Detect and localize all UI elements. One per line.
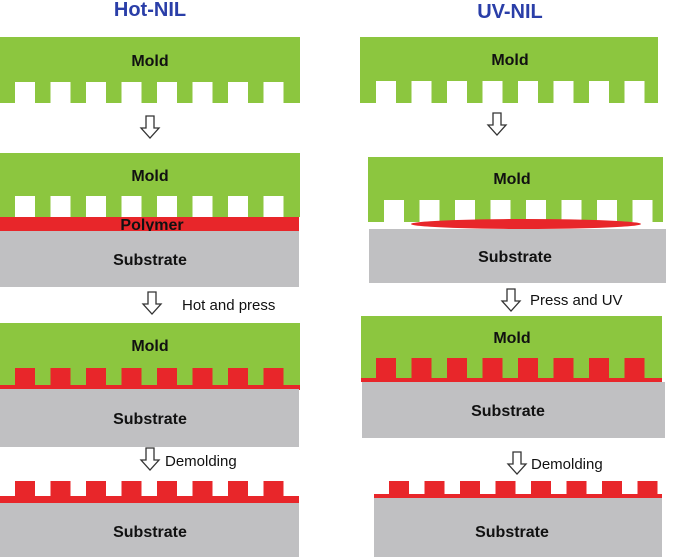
substrate-label: Substrate: [475, 524, 549, 541]
substrate-label: Substrate: [471, 403, 545, 420]
mold-label: Mold: [493, 171, 530, 188]
step-press-and-uv: Press and UV: [530, 292, 623, 309]
mold-shape: [360, 37, 658, 103]
substrate-block: [0, 231, 299, 287]
substrate-label: Substrate: [113, 411, 187, 428]
down-arrow-icon: [140, 447, 160, 471]
down-arrow-icon: [501, 288, 521, 312]
polymer-pattern: [374, 481, 662, 499]
substrate-block: [374, 498, 662, 557]
mold-shape: [368, 157, 663, 222]
hot-step1-mold: Mold: [0, 37, 300, 103]
polymer-layer: [0, 217, 299, 231]
step-demolding: Demolding: [531, 456, 603, 473]
step-demolding: Demolding: [165, 453, 237, 470]
down-arrow-icon: [140, 115, 160, 139]
step-hot-and-press: Hot and press: [182, 297, 275, 314]
resin-drop: [411, 219, 641, 229]
mold-shape: [0, 37, 300, 103]
uv-step2-assembly: Mold Substrate: [368, 157, 666, 283]
title-hot-nil: Hot-NIL: [114, 0, 186, 21]
substrate-label: Substrate: [113, 524, 187, 541]
substrate-label: Substrate: [113, 252, 187, 269]
uv-step3-pressed: Mold Substrate: [361, 316, 665, 438]
substrate-block: [0, 503, 299, 557]
polymer-label: Polymer: [120, 217, 183, 234]
mold-shape: [361, 316, 662, 380]
mold-label: Mold: [493, 330, 530, 347]
uv-step4-demolded: Substrate: [374, 481, 662, 557]
down-arrow-icon: [487, 112, 507, 136]
polymer-pattern: [0, 368, 300, 390]
mold-shape: [0, 153, 300, 217]
mold-label: Mold: [131, 168, 168, 185]
uv-step1-mold: Mold: [360, 37, 658, 103]
substrate-block: [369, 229, 666, 283]
substrate-block: [0, 389, 299, 447]
hot-step2-assembly: Mold Polymer Substrate: [0, 153, 300, 287]
hot-step4-demolded: Substrate: [0, 481, 299, 557]
hot-step3-pressed: Mold Substrate: [0, 323, 300, 447]
down-arrow-icon: [507, 451, 527, 475]
polymer-pattern: [0, 481, 299, 503]
mold-label: Mold: [491, 52, 528, 69]
mold-label: Mold: [131, 338, 168, 355]
substrate-label: Substrate: [478, 249, 552, 266]
polymer-pattern: [361, 358, 662, 382]
down-arrow-icon: [142, 291, 162, 315]
mold-label: Mold: [131, 53, 168, 70]
mold-shape: [0, 323, 300, 388]
title-uv-nil: UV-NIL: [477, 1, 543, 23]
substrate-block: [362, 382, 665, 438]
